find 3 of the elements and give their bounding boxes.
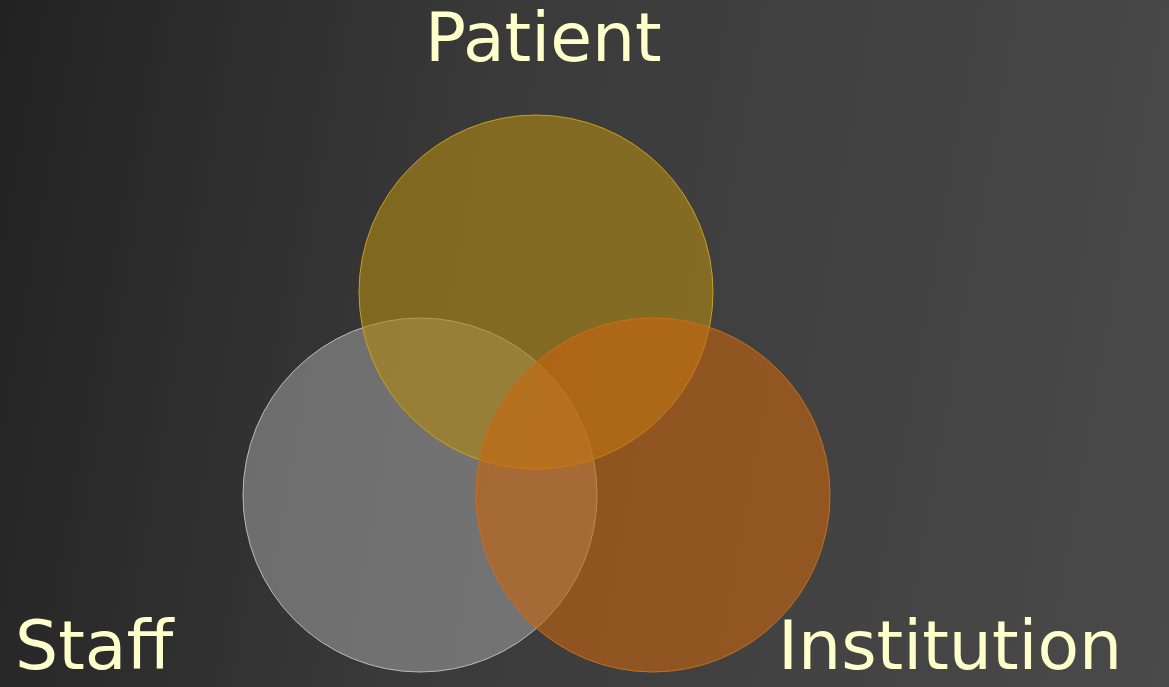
circle-label: Patient xyxy=(425,4,662,72)
circle-label: Staff xyxy=(15,612,174,680)
circle-label: Institution xyxy=(778,612,1123,680)
